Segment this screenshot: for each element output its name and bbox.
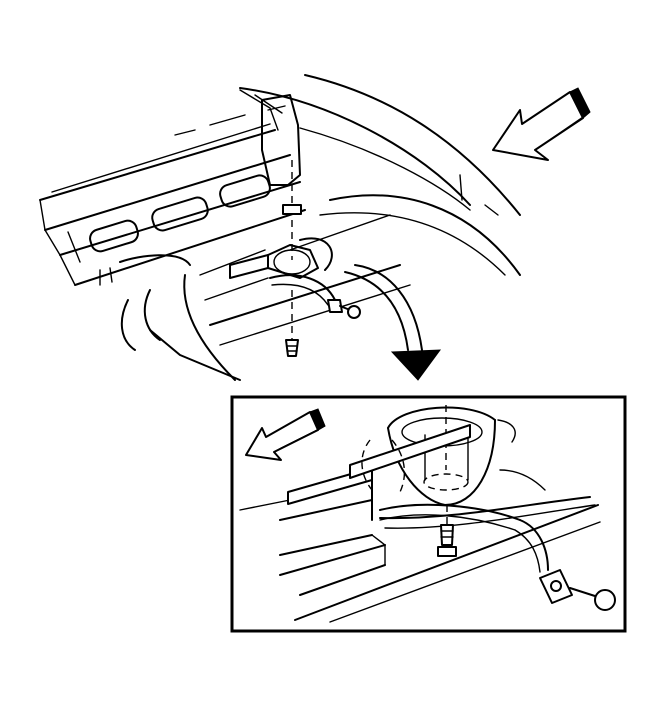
fender-outline [239,74,521,276]
bracket-assembly [229,237,336,306]
shield-block [261,94,301,186]
arrow-forward-icon [245,408,326,461]
vehicle-overview [39,74,521,381]
detail-fastener [437,505,457,557]
detail-harness [379,503,549,573]
lower-fastener [285,290,299,357]
arrow-forward-icon [492,87,591,161]
panel-openings [89,174,271,253]
sensor-connector [327,299,361,319]
detail-connector [539,569,616,611]
rail-lines [199,214,411,346]
left-support [99,254,241,381]
cowl-panel [39,89,306,286]
upper-fastener [282,160,302,260]
detail-inset [230,395,627,633]
curved-arrow-icon [344,264,442,381]
